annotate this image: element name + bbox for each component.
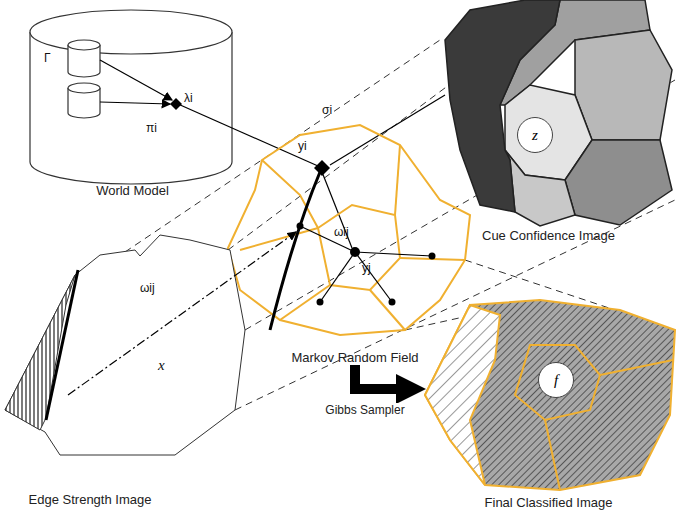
final-classified-image: Final Classified Image f	[420, 296, 677, 510]
panel-caption: Markov Random Field	[230, 350, 480, 365]
symbol-label: σi	[322, 104, 332, 116]
world-model: World Model	[20, 8, 245, 198]
symbol-label: x	[158, 358, 165, 373]
panel-caption: Edge Strength Image	[0, 492, 180, 507]
cue-confidence-image: Cue Confidence Image z	[420, 0, 677, 243]
panel-caption: Final Classified Image	[420, 495, 677, 510]
symbol-label: ωij	[140, 282, 155, 294]
symbol-label: yi	[298, 140, 307, 152]
markov-random-field: Markov Random Field	[230, 115, 480, 365]
symbol-label: yj	[362, 262, 371, 274]
panel-caption: Cue Confidence Image	[420, 228, 677, 243]
process-arrow	[355, 365, 416, 389]
panel-caption: World Model	[20, 183, 245, 198]
region-letter: f	[554, 372, 558, 389]
region-circle: z	[517, 117, 553, 153]
symbol-label: ωij	[334, 226, 349, 238]
symbol-label: λi	[184, 92, 193, 104]
edge-label: Gibbs Sampler	[323, 403, 406, 417]
symbol-label: Γ	[44, 52, 51, 64]
symbol-label: πi	[146, 122, 157, 134]
region-letter: z	[532, 127, 538, 144]
region-circle: f	[538, 362, 574, 398]
